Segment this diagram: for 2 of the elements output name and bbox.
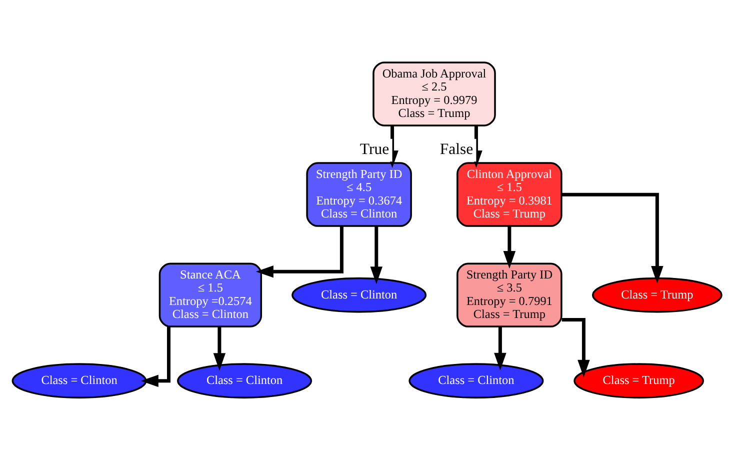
edge-label: True: [360, 141, 390, 158]
edge-label: False: [440, 141, 474, 158]
